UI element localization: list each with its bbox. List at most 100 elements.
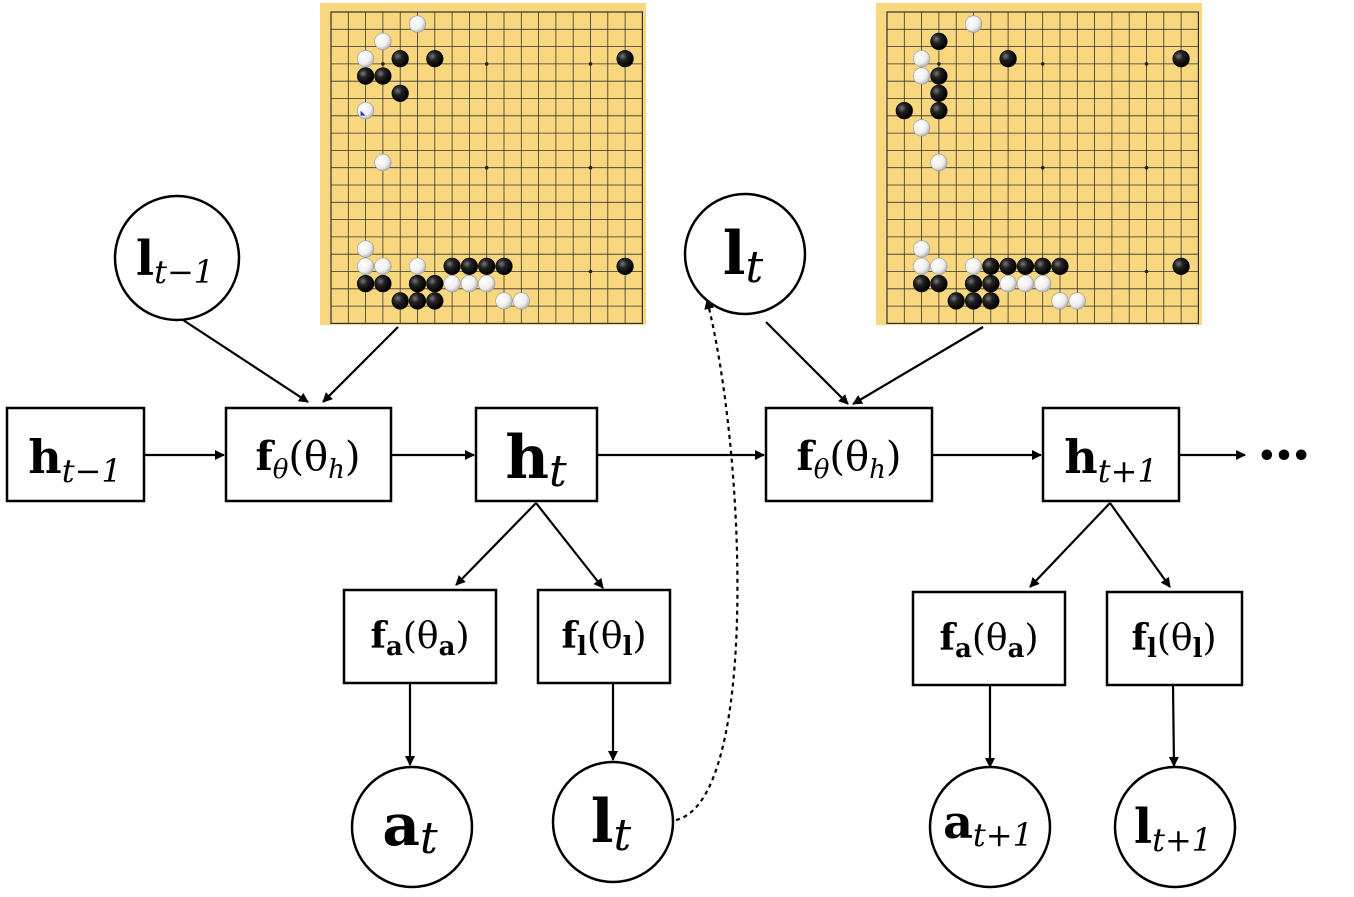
white-stone [512, 292, 530, 310]
node-h-t: ht [474, 406, 599, 503]
white-stone [408, 257, 427, 275]
white-stone [930, 257, 948, 275]
white-stone [1016, 275, 1034, 293]
svg-text:lt: lt [723, 219, 764, 293]
black-stone [964, 275, 983, 293]
node-fa-2: fa(θa) [911, 590, 1067, 687]
svg-text:at: at [382, 791, 438, 864]
node-l-next: lt+1 [1113, 765, 1237, 889]
star-point [1040, 62, 1045, 66]
white-stone [1068, 292, 1086, 310]
black-stone [616, 50, 634, 68]
star-point [588, 165, 593, 170]
go-board-1 [320, 3, 646, 325]
star-point [1144, 62, 1149, 66]
node-fa-1: fa(θa) [342, 588, 498, 685]
edge-ht-to-fa1 [455, 502, 537, 586]
edge-ht-to-fl1 [535, 502, 604, 589]
black-stone [930, 275, 948, 293]
svg-text:ht−1: ht−1 [28, 430, 121, 490]
black-stone [1051, 257, 1069, 275]
go-board-2 [876, 3, 1202, 325]
star-point [1040, 165, 1045, 170]
black-stone [443, 257, 461, 275]
svg-text:fa(θa): fa(θa) [940, 617, 1039, 664]
black-stone [999, 50, 1017, 68]
black-stone [947, 292, 965, 310]
node-l-prev: lt−1 [113, 194, 241, 322]
white-stone [912, 119, 931, 137]
white-stone [374, 153, 392, 172]
node-h-next: ht+1 [1041, 406, 1181, 503]
svg-text:lt+1: lt+1 [1134, 799, 1212, 859]
white-stone [1034, 275, 1052, 293]
white-stone [999, 275, 1017, 293]
white-stone [912, 67, 931, 85]
white-stone [478, 275, 496, 293]
star-point [484, 62, 489, 66]
board-border [330, 11, 643, 324]
last-move-marker [360, 110, 366, 116]
edge-lbot-to-ltop-feedback [675, 299, 739, 822]
black-stone [895, 102, 913, 120]
edge-fl2-to-lnext [1168, 684, 1179, 767]
white-stone [964, 15, 983, 33]
star-point [937, 62, 941, 66]
black-stone [356, 275, 375, 293]
white-stone [495, 292, 513, 310]
node-h-prev: ht−1 [5, 406, 146, 503]
black-stone [912, 275, 931, 293]
black-stone [460, 257, 478, 275]
black-stone [930, 102, 948, 120]
black-stone [391, 292, 409, 310]
black-stone [426, 292, 444, 310]
edge-board2-to-ftheta2 [852, 326, 984, 405]
edge-lprev-to-ftheta1 [179, 317, 309, 403]
white-stone [964, 257, 983, 275]
svg-text:at+1: at+1 [943, 795, 1033, 854]
black-stone [930, 32, 948, 51]
black-stone [495, 257, 513, 275]
black-stone [408, 275, 427, 293]
black-stone [356, 67, 375, 85]
white-stone [912, 50, 931, 68]
svg-text:fl(θl): fl(θl) [561, 615, 646, 662]
star-point [588, 269, 593, 274]
node-a-next: at+1 [928, 765, 1052, 889]
node-l-t-top: lt [683, 192, 807, 316]
white-stone [356, 50, 375, 68]
black-stone [1172, 257, 1190, 275]
star-point [1144, 269, 1149, 274]
svg-text:ht: ht [505, 423, 567, 497]
black-stone [374, 275, 392, 293]
edges [144, 299, 1246, 822]
node-l-t-bot: lt [551, 760, 675, 884]
node-f-theta-1: fθ(θh) [224, 406, 393, 503]
black-stone [408, 292, 427, 310]
white-stone [460, 275, 478, 293]
white-stone [356, 102, 375, 120]
white-stone [930, 153, 948, 172]
svg-text:fa(θa): fa(θa) [371, 615, 470, 662]
black-stone [1172, 50, 1190, 68]
black-stone [999, 257, 1017, 275]
edge-hnext-to-fl2 [1109, 502, 1171, 588]
star-point [381, 62, 385, 66]
black-stone [982, 275, 1000, 293]
edge-ltop-to-ftheta2 [765, 321, 849, 405]
white-stone [443, 275, 461, 293]
black-stone [1034, 257, 1052, 275]
edge-board1-to-ftheta1 [322, 326, 399, 403]
black-stone [391, 50, 409, 68]
black-stone [1016, 257, 1034, 275]
svg-text:ht+1: ht+1 [1064, 430, 1157, 490]
star-point [484, 165, 489, 170]
svg-text:lt: lt [591, 787, 632, 861]
white-stone [374, 32, 392, 51]
node-a-t: at [350, 765, 474, 889]
svg-text:lt−1: lt−1 [136, 231, 214, 291]
svg-text:fl(θl): fl(θl) [1131, 617, 1216, 664]
white-stone [408, 15, 427, 33]
black-stone [964, 292, 983, 310]
